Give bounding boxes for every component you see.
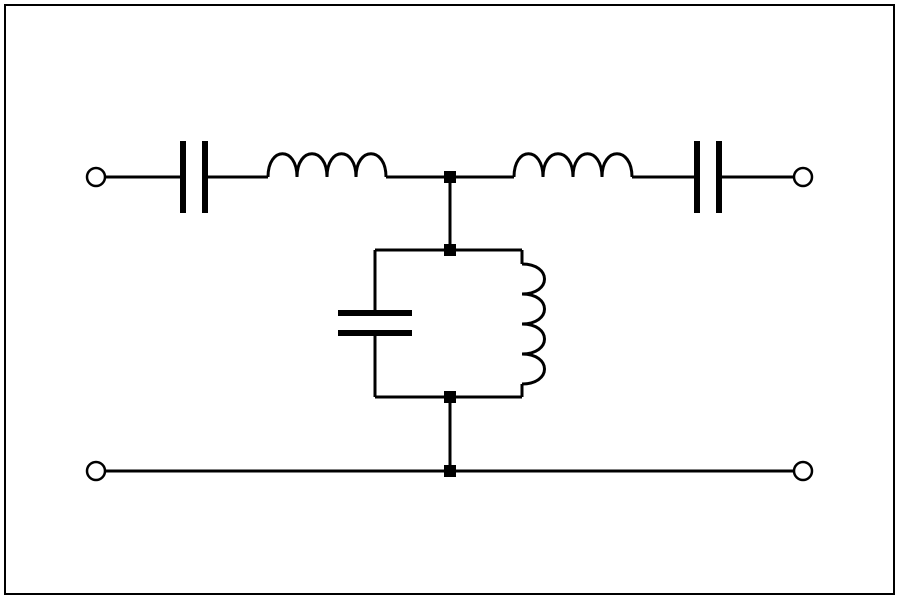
- inductor-l1: [266, 152, 388, 178]
- junctions: [444, 171, 456, 477]
- terminal-output-top: [792, 166, 814, 188]
- diagram-border: [4, 4, 895, 595]
- terminal-input-top: [85, 166, 107, 188]
- junction-top-node: [444, 171, 456, 183]
- junction-tank-bottom: [444, 391, 456, 403]
- inductor-l3: [521, 262, 546, 386]
- capacitor-c3: [338, 310, 412, 336]
- terminals: [85, 166, 814, 482]
- junction-tank-top: [444, 244, 456, 256]
- capacitor-c2: [694, 141, 722, 213]
- junction-ground-node: [444, 465, 456, 477]
- terminal-output-bottom: [792, 460, 814, 482]
- inductor-l2: [512, 152, 634, 178]
- capacitor-c1: [180, 141, 208, 213]
- terminal-input-bottom: [85, 460, 107, 482]
